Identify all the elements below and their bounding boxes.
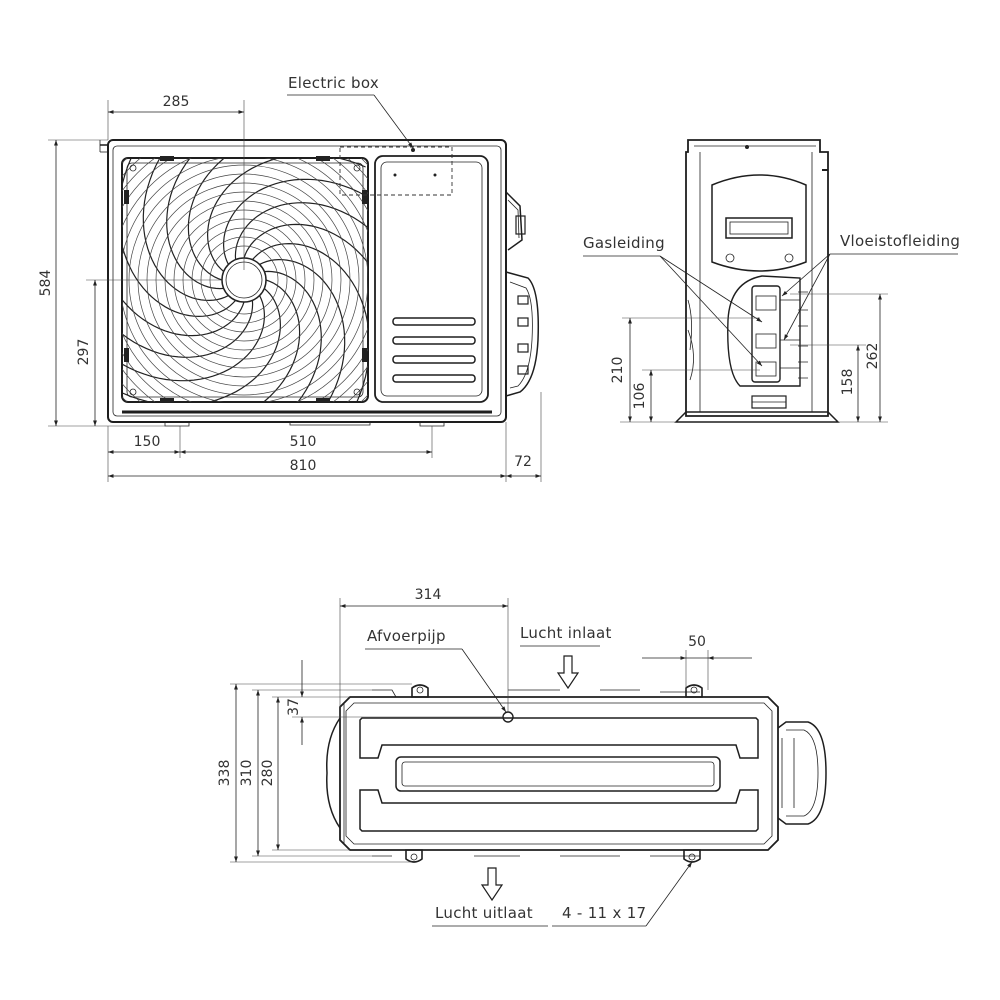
dim-262-label: 262: [865, 343, 881, 370]
gas-pipe-callout: Gasleiding: [583, 234, 763, 367]
dim-150-label: 150: [134, 434, 161, 450]
vent-slots: [392, 317, 476, 383]
front-view: Electric box 285 584 297: [38, 74, 542, 482]
drain-label: Afvoerpijp: [367, 627, 446, 645]
dim-210-label: 210: [610, 357, 626, 384]
dim-262-158: 262 158: [790, 293, 888, 423]
dim-314: 314: [339, 587, 509, 718]
dim-280-label: 280: [260, 760, 276, 787]
valve-assembly: [687, 275, 808, 409]
liquid-pipe-label: Vloeistofleiding: [840, 232, 960, 250]
air-outlet-callout: Lucht uitlaat: [432, 867, 548, 927]
fan-blade-spiral: [237, 270, 322, 402]
top-rails: [359, 717, 759, 832]
electric-box-callout: Electric box: [287, 74, 414, 149]
dim-314-label: 314: [415, 587, 442, 603]
dim-297: 297: [76, 279, 222, 426]
electric-box-label: Electric box: [288, 74, 379, 92]
fan-blade-spiral: [187, 158, 314, 281]
dim-810-72: 810 72: [108, 392, 542, 482]
top-casing: [326, 684, 779, 863]
fan-blade-spiral: [166, 158, 251, 290]
air-outlet-label: Lucht uitlaat: [435, 904, 533, 922]
dim-106-label: 106: [632, 383, 648, 410]
electric-box-outline: [339, 146, 453, 196]
side-casing: [674, 139, 840, 423]
dim-50: 50: [642, 634, 752, 690]
side-view: Gasleiding Vloeistofleiding 210 106: [583, 139, 960, 423]
fan-blade-spiral: [122, 273, 254, 358]
dim-584-label: 584: [38, 270, 54, 297]
dim-285-label: 285: [163, 94, 190, 110]
dim-72-label: 72: [514, 454, 532, 470]
dim-left-stack: 37 338 310 280: [217, 660, 503, 863]
dim-510-label: 510: [290, 434, 317, 450]
service-panel: [339, 146, 489, 403]
front-casing: [99, 139, 507, 427]
drain-outlet: [502, 711, 514, 723]
dim-210-106: 210 106: [610, 317, 760, 423]
control-panel: [711, 174, 807, 272]
air-inlet-label: Lucht inlaat: [520, 624, 612, 642]
dim-50-label: 50: [688, 634, 706, 650]
dim-297-label: 297: [76, 339, 92, 366]
top-view: 314 Afvoerpijp Lucht inlaat 50: [217, 587, 827, 927]
gas-pipe-label: Gasleiding: [583, 234, 665, 252]
mounting-holes-callout: 4 - 11 x 17: [552, 861, 693, 927]
fan-blade-spiral: [122, 210, 245, 337]
liquid-pipe-callout: Vloeistofleiding: [781, 232, 960, 341]
dim-584: 584: [38, 139, 165, 427]
fan-blade-spiral: [122, 158, 237, 318]
mounting-holes-label: 4 - 11 x 17: [562, 904, 646, 922]
valve-cover: [505, 191, 540, 397]
air-inlet-callout: Lucht inlaat: [520, 624, 612, 690]
fan-blade-spiral: [122, 287, 282, 402]
dim-285: 285: [107, 94, 245, 270]
fan-blade-spiral: [243, 223, 368, 350]
dim-310-label: 310: [239, 760, 255, 787]
fan-blade-spiral: [251, 242, 368, 402]
fan-blade-spiral: [174, 279, 301, 402]
fan-blade-spiral: [206, 158, 366, 273]
dim-37-label: 37: [286, 698, 302, 716]
dim-150-510: 150 510: [107, 426, 433, 482]
fan-blade-spiral: [234, 202, 368, 287]
dim-158-label: 158: [840, 369, 856, 396]
dim-810-label: 810: [290, 458, 317, 474]
top-valve-box: [777, 721, 827, 825]
air-inlet-arrow: [556, 655, 580, 690]
air-outlet-arrow: [480, 867, 504, 902]
dim-338-label: 338: [217, 760, 233, 787]
drain-callout: Afvoerpijp: [365, 627, 507, 713]
